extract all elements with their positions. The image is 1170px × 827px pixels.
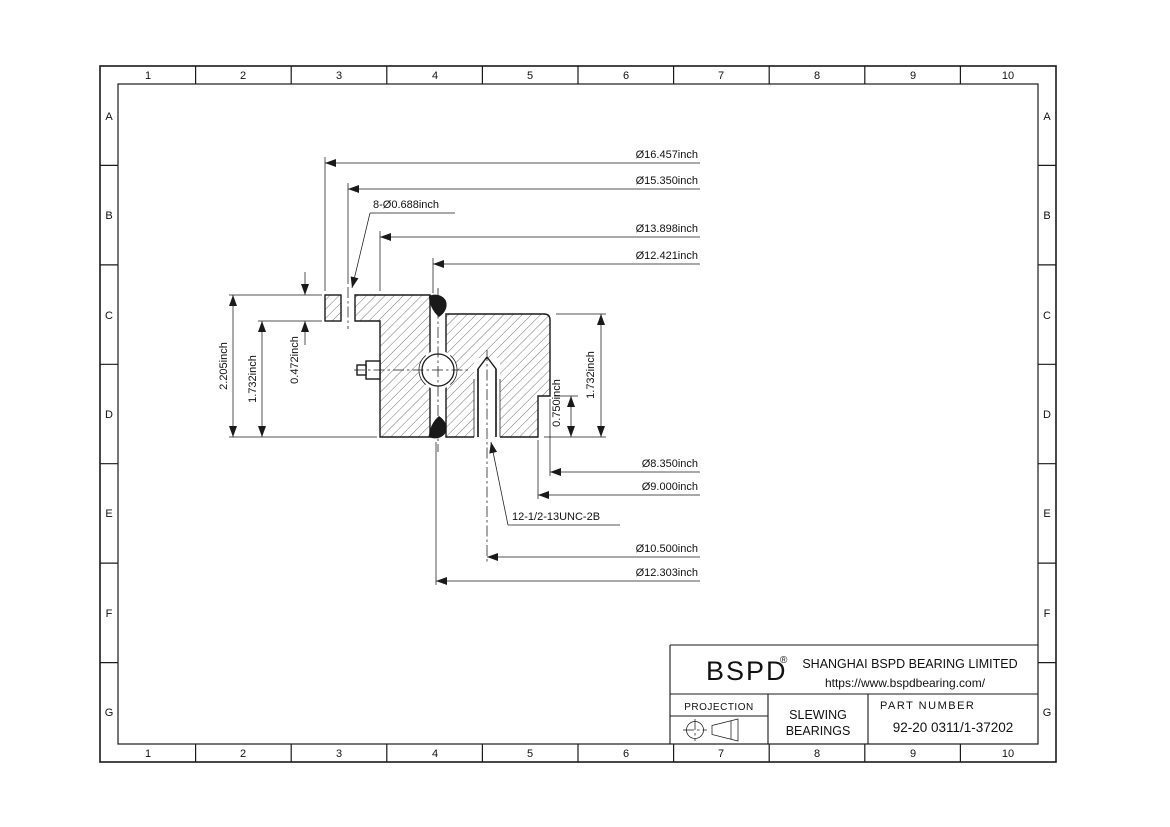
drawing-frame	[99, 65, 1057, 763]
grid-col-label: 5	[527, 748, 533, 760]
dim-label-thread-spec: 12-1/2-13UNC-2B	[512, 511, 600, 523]
registered-trademark-icon: ®	[780, 655, 788, 666]
dim-label-raceway-od: Ø12.421inch	[636, 250, 698, 262]
grid-row-label: G	[105, 707, 114, 719]
company-name: SHANGHAI BSPD BEARING LIMITED	[802, 657, 1017, 671]
grid-col-label: 10	[1002, 70, 1014, 82]
dim-recess: Ø9.000inch	[537, 440, 700, 499]
grid-col-label: 8	[814, 748, 820, 760]
dim-flange-od: Ø16.457inch	[324, 149, 700, 291]
dim-outer-ring-od: Ø13.898inch	[379, 223, 700, 291]
outer-ring-flange-section	[324, 294, 342, 322]
grid-col-label: 2	[240, 70, 246, 82]
grid-col-label: 6	[623, 70, 629, 82]
dim-label-inner-ring-od: Ø12.303inch	[636, 567, 698, 579]
grid-col-label: 9	[910, 70, 916, 82]
grid-col-label: 2	[240, 748, 246, 760]
dim-label-bore: Ø8.350inch	[642, 458, 698, 470]
dim-label-bolt-circle-inner: Ø10.500inch	[636, 543, 698, 555]
grid-row-label: B	[1043, 210, 1050, 222]
grid-row-label: G	[1043, 707, 1052, 719]
dim-label-total-height: 2.205inch	[218, 342, 230, 390]
outer-ring-section	[354, 294, 431, 438]
title-block-borders	[669, 644, 1038, 744]
dim-bolt-circle-inner: Ø10.500inch	[487, 543, 700, 561]
grid-row-label: B	[105, 210, 112, 222]
dimensions: Ø16.457inch Ø15.350inch 8-Ø0.688inch Ø13…	[218, 149, 700, 585]
grid-col-label: 3	[336, 748, 342, 760]
grid-col-label: 4	[432, 748, 438, 760]
seal-top	[429, 294, 447, 317]
grid-row-label: C	[105, 310, 113, 322]
grid-col-label: 10	[1002, 748, 1014, 760]
grid-row-label: F	[1044, 608, 1051, 620]
dim-inner-ring-od: Ø12.303inch	[435, 442, 700, 585]
part-number-value: 92-20 0311/1-37202	[893, 720, 1014, 735]
grid-col-label: 7	[718, 748, 724, 760]
grid-col-label: 3	[336, 70, 342, 82]
dim-flange-thickness: 0.472inch	[289, 272, 309, 384]
bearing-section	[324, 287, 551, 562]
grid-row-label: A	[1043, 111, 1051, 123]
grid-row-label: D	[105, 409, 113, 421]
grid-row-label: E	[1043, 508, 1050, 520]
dim-recess-depth: 0.750inch	[551, 379, 578, 437]
grid-row-label: E	[105, 508, 112, 520]
dim-bolt-holes: 8-Ø0.688inch	[350, 199, 455, 289]
brand-logo-text: BSPD	[706, 656, 788, 686]
grid-col-label: 1	[145, 70, 151, 82]
dim-label-ring-height: 1.732inch	[247, 355, 259, 403]
grid-row-label: C	[1043, 310, 1051, 322]
grid-col-label: 6	[623, 748, 629, 760]
dim-raceway-od: Ø12.421inch	[432, 250, 700, 293]
dim-bore: Ø8.350inch	[549, 399, 700, 476]
dim-label-recess-depth: 0.750inch	[551, 379, 563, 427]
grid-labels: 1 2 3 4 5 6 7 8 9 10 1 2 3 4 5 6 7 8 9 1…	[105, 70, 1052, 760]
dim-label-flange-od: Ø16.457inch	[636, 149, 698, 161]
dim-label-inner-ring-height: 1.732inch	[585, 351, 597, 399]
website-url: https://www.bspdbearing.com/	[825, 676, 986, 690]
first-angle-projection-icon	[683, 718, 739, 742]
projection-label: PROJECTION	[684, 702, 753, 713]
dim-bolt-circle-outer: Ø15.350inch	[347, 175, 700, 284]
dim-label-bolt-circle-outer: Ø15.350inch	[636, 175, 698, 187]
dim-label-recess: Ø9.000inch	[642, 481, 698, 493]
grid-col-label: 7	[718, 70, 724, 82]
part-number-label: PART NUMBER	[880, 700, 975, 712]
grid-col-label: 8	[814, 70, 820, 82]
grid-col-label: 1	[145, 748, 151, 760]
grid-ticks	[100, 66, 1056, 762]
grid-col-label: 4	[432, 70, 438, 82]
grid-row-label: D	[1043, 409, 1051, 421]
dim-thread-spec: 12-1/2-13UNC-2B	[489, 441, 620, 526]
product-name-line2: BEARINGS	[786, 724, 851, 738]
grid-row-label: A	[105, 111, 113, 123]
dim-inner-ring-height: 1.732inch	[544, 313, 606, 438]
dim-ring-height: 1.732inch	[247, 320, 322, 437]
grid-col-label: 9	[910, 748, 916, 760]
product-name-line1: SLEWING	[789, 708, 847, 722]
grid-row-label: F	[106, 608, 113, 620]
dim-label-bolt-holes: 8-Ø0.688inch	[373, 199, 439, 211]
grid-col-label: 5	[527, 70, 533, 82]
dim-total-height: 2.205inch	[218, 294, 377, 438]
dim-label-outer-ring-od: Ø13.898inch	[636, 223, 698, 235]
title-block: BSPD ® SHANGHAI BSPD BEARING LIMITED htt…	[669, 644, 1038, 744]
dim-label-flange-thickness: 0.472inch	[289, 336, 301, 384]
